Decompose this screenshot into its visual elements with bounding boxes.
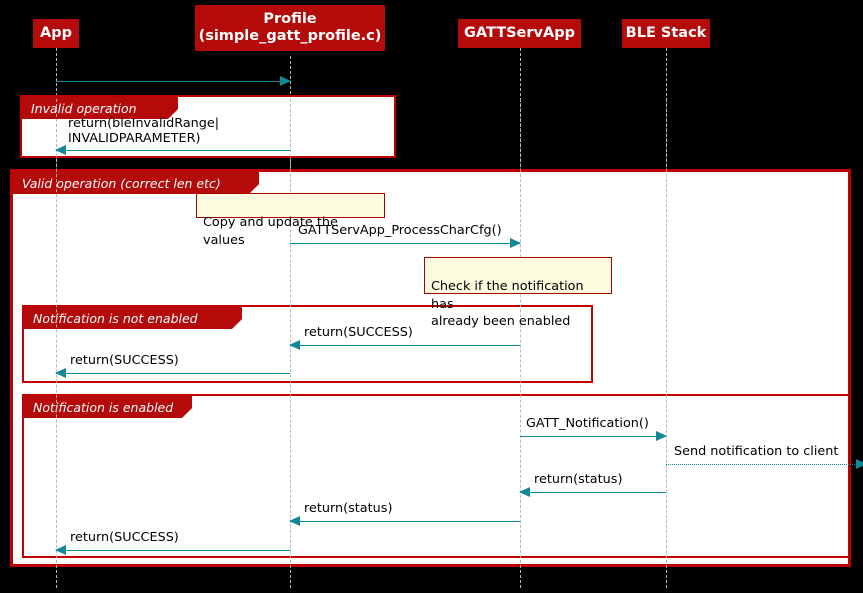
- arrowhead-right-icon: [280, 76, 291, 86]
- group-invalid-operation: Invalid operation: [20, 95, 396, 158]
- lifeline-ble-overlay: [666, 99, 667, 588]
- lifeline-gatt-overlay: [520, 99, 521, 588]
- message-line: [290, 345, 520, 346]
- group-label-invalid-operation: Invalid operation: [22, 97, 178, 119]
- message-label: GATTServApp_ProcessCharCfg(): [298, 223, 502, 239]
- message-label: return(status): [304, 501, 393, 517]
- arrowhead-left-icon: [55, 145, 66, 155]
- participant-label-profile: Profile (simple_gatt_profile.c): [198, 11, 382, 44]
- message-label: return(SUCCESS): [70, 530, 179, 546]
- message-line: [666, 464, 863, 465]
- message-line: [56, 81, 290, 82]
- group-label-notification-enabled: Notification is enabled: [24, 396, 192, 418]
- message-label: return(SUCCESS): [70, 353, 179, 369]
- participant-app[interactable]: App: [33, 19, 79, 48]
- participant-label-gattservapp: GATTServApp: [464, 25, 575, 42]
- message-label: return(status): [534, 472, 623, 488]
- message-line: [520, 492, 666, 493]
- message-label: return(SUCCESS): [304, 325, 413, 341]
- note-check-notification-text: Check if the notification has already be…: [431, 279, 584, 329]
- arrowhead-left-icon: [55, 368, 66, 378]
- arrowhead-right-icon: [856, 459, 863, 469]
- message-line: [290, 521, 520, 522]
- note-copy-update: Copy and update the values: [196, 193, 385, 248]
- message-line: [56, 150, 290, 151]
- note-check-notification: Check if the notification has already be…: [424, 257, 612, 329]
- message-line: [290, 243, 520, 244]
- arrowhead-left-icon: [519, 487, 530, 497]
- message-label: Send notification to client: [674, 444, 839, 460]
- note-copy-update-text: Copy and update the values: [203, 215, 338, 248]
- arrowhead-right-icon: [656, 431, 667, 441]
- message-line: [56, 550, 290, 551]
- participant-ble-stack[interactable]: BLE Stack: [622, 19, 710, 48]
- arrowhead-left-icon: [289, 340, 300, 350]
- arrowhead-right-icon: [510, 238, 521, 248]
- participant-profile[interactable]: Profile (simple_gatt_profile.c): [195, 5, 385, 51]
- group-label-valid-operation: Valid operation (correct len etc): [13, 172, 259, 194]
- participant-label-app: App: [40, 25, 72, 42]
- message-line: [56, 373, 290, 374]
- lifeline-app-overlay: [56, 99, 57, 588]
- group-notification-enabled: Notification is enabled: [22, 394, 850, 558]
- participant-label-ble-stack: BLE Stack: [625, 25, 707, 42]
- arrowhead-left-icon: [289, 516, 300, 526]
- arrowhead-left-icon: [55, 545, 66, 555]
- message-label: GATT_Notification(): [526, 416, 649, 432]
- participant-gattservapp[interactable]: GATTServApp: [458, 19, 581, 48]
- group-notification-not-enabled: Notification is not enabled: [22, 305, 593, 383]
- group-label-notification-not-enabled: Notification is not enabled: [24, 307, 242, 329]
- message-line: [520, 436, 666, 437]
- message-label: return(bleInvalidRange| INVALIDPARAMETER…: [68, 115, 220, 147]
